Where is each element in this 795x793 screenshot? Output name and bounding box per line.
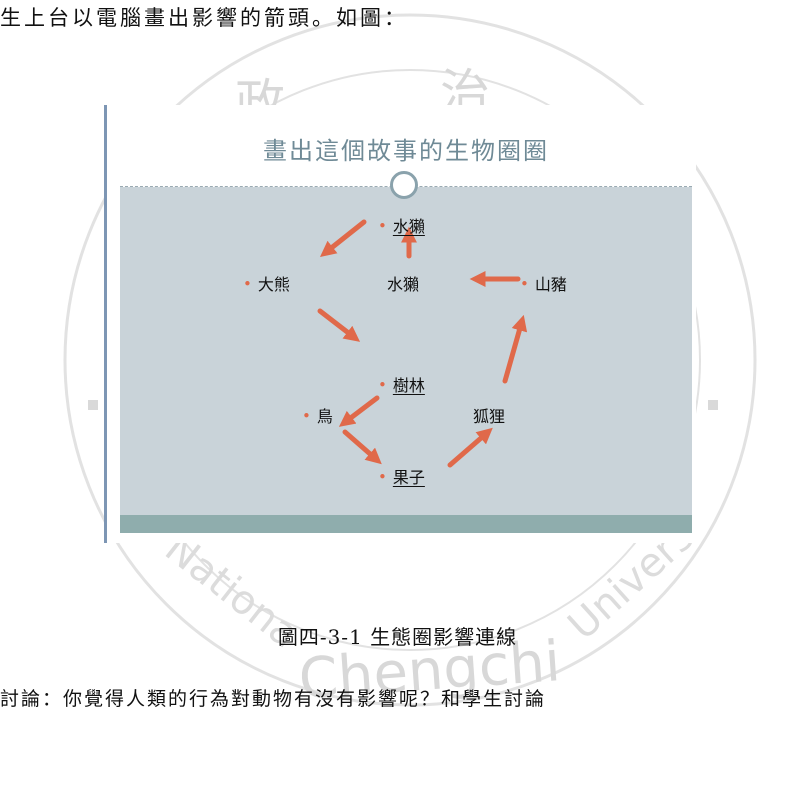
watermark-square-right	[708, 400, 718, 410]
intro-text-line: 生上台以電腦畫出影響的箭頭。如圖：	[0, 6, 408, 30]
food-web-arrows	[317, 219, 528, 468]
figure-slide-image: 畫出這個故事的生物圈圈 •水獺 •	[104, 105, 696, 543]
arrow-fruit-to-fox	[447, 427, 493, 468]
node-fox: 狐狸	[473, 407, 506, 426]
bullet-dot: •	[378, 217, 387, 235]
slide-footer-bar	[120, 515, 692, 533]
node-bird: •鳥	[302, 407, 333, 426]
slide: 畫出這個故事的生物圈圈 •水獺 •	[120, 113, 692, 533]
node-otter: 水獺	[387, 275, 420, 294]
node-water-otter-top: •水獺	[378, 217, 425, 236]
figure-left-bar	[104, 105, 107, 543]
bullet-dot: •	[378, 376, 387, 394]
arrow-bird-to-fruit	[342, 429, 382, 465]
discussion-text-line: 討論：你覺得人類的行為對動物有沒有影響呢？和學生討論	[0, 688, 547, 710]
arrow-bear-to-forest	[317, 308, 361, 342]
node-boar: •山豬	[520, 275, 567, 294]
bullet-dot: •	[243, 275, 252, 293]
watermark-square-left	[88, 400, 98, 410]
node-forest: •樹林	[378, 376, 425, 395]
bullet-dot: •	[302, 407, 311, 425]
bullet-dot: •	[520, 275, 529, 293]
figure-caption: 圖四-3-1 生態圈影響連線	[277, 625, 518, 649]
slide-title: 畫出這個故事的生物圈圈	[263, 137, 549, 165]
arrow-fox-to-boar	[502, 314, 528, 384]
slide-circle-ornament	[390, 171, 418, 199]
arrow-otter-to-bear	[319, 219, 367, 257]
node-bear: •大熊	[243, 275, 290, 294]
node-fruit: •果子	[378, 468, 425, 487]
arrow-forest-to-bird	[338, 395, 380, 427]
bullet-dot: •	[378, 468, 387, 486]
